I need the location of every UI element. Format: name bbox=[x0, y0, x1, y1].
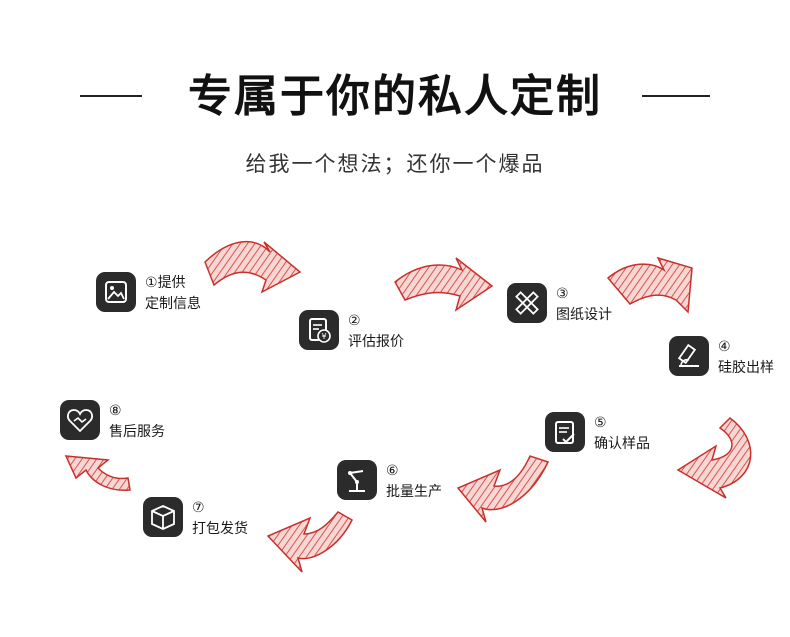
step-3-label: ③ 图纸设计 bbox=[556, 284, 612, 326]
robot-arm-icon bbox=[348, 470, 365, 492]
step-8-label: ⑧ 售后服务 bbox=[109, 401, 165, 443]
arrow-4-5 bbox=[676, 417, 752, 499]
title-left-rule bbox=[80, 95, 142, 97]
arrow-6-7 bbox=[266, 511, 353, 573]
step-1-line2: 定制信息 bbox=[145, 296, 201, 312]
arrow-7-8 bbox=[64, 455, 131, 491]
step-5-number: ⑤ bbox=[594, 415, 607, 431]
clipboard-check-icon bbox=[555, 421, 575, 444]
image-icon bbox=[105, 281, 127, 303]
step-3-icon-box bbox=[507, 283, 547, 323]
svg-text:¥: ¥ bbox=[321, 332, 326, 341]
package-icon bbox=[151, 505, 175, 530]
page-title: 专属于你的私人定制 bbox=[188, 71, 602, 122]
step-6-icon-box bbox=[337, 460, 377, 500]
step-5-icon-box bbox=[545, 412, 585, 452]
ruler-pencil-icon bbox=[515, 291, 539, 315]
step-4-label: ④ 硅胶出样 bbox=[718, 337, 774, 379]
step-3-line2: 图纸设计 bbox=[556, 307, 612, 323]
step-1-line1: 提供 bbox=[157, 275, 186, 291]
step-4-icon-box bbox=[669, 336, 709, 376]
step-6-line2: 批量生产 bbox=[386, 484, 442, 500]
step-7-icon-box bbox=[143, 497, 183, 537]
step-8-number: ⑧ bbox=[109, 403, 122, 419]
step-2-label: ② 评估报价 bbox=[348, 311, 404, 353]
step-1-number: ① bbox=[145, 275, 158, 291]
step-1-icon-box bbox=[96, 272, 136, 312]
step-2-icon-box: ¥ bbox=[299, 310, 339, 350]
step-4-number: ④ bbox=[718, 339, 731, 355]
step-4-line2: 硅胶出样 bbox=[718, 360, 774, 376]
step-7-label: ⑦ 打包发货 bbox=[192, 498, 248, 540]
step-5-line2: 确认样品 bbox=[594, 436, 650, 452]
arrow-1-2 bbox=[204, 240, 302, 294]
step-6-label: ⑥ 批量生产 bbox=[386, 461, 442, 503]
quote-document-icon: ¥ bbox=[309, 318, 331, 343]
arrow-3-4 bbox=[606, 256, 693, 314]
step-6-number: ⑥ bbox=[386, 463, 399, 479]
step-2-number: ② bbox=[348, 313, 361, 329]
step-8-line2: 售后服务 bbox=[109, 424, 165, 440]
step-3-number: ③ bbox=[556, 286, 569, 302]
heart-handshake-icon bbox=[67, 409, 93, 433]
arrow-2-3 bbox=[394, 257, 494, 312]
step-7-line2: 打包发货 bbox=[192, 521, 248, 537]
step-7-number: ⑦ bbox=[192, 500, 205, 516]
mold-sample-icon bbox=[677, 343, 699, 367]
title-right-rule bbox=[642, 95, 710, 97]
step-1-label: ①提供 定制信息 bbox=[145, 273, 201, 315]
page-subtitle: 给我一个想法；还你一个爆品 bbox=[245, 152, 545, 176]
step-8-icon-box bbox=[60, 400, 100, 440]
step-2-line2: 评估报价 bbox=[348, 334, 404, 350]
step-5-label: ⑤ 确认样品 bbox=[594, 413, 650, 455]
arrow-5-6 bbox=[456, 455, 550, 523]
